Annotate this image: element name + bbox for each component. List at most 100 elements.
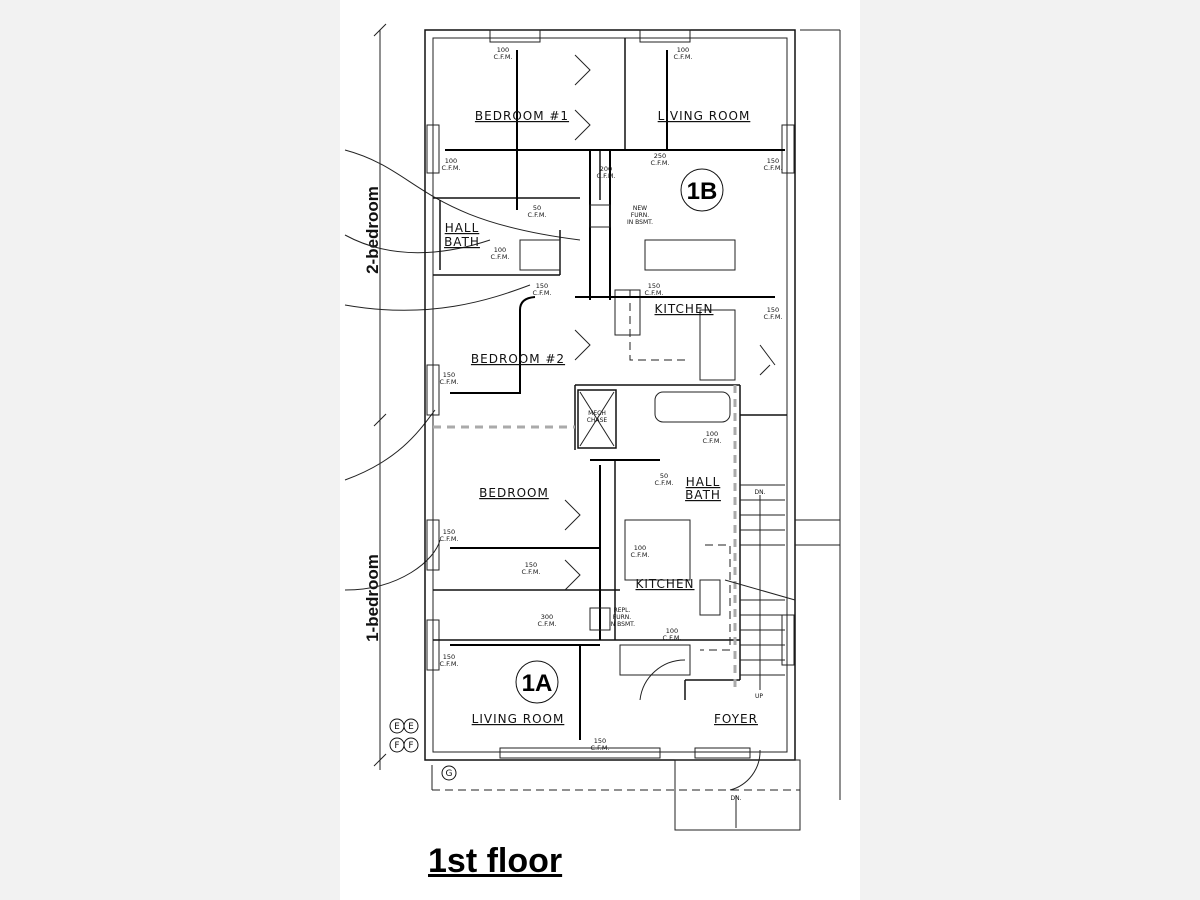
unit-marker-1b: 1B	[680, 168, 724, 212]
room-labels: BEDROOM #1 LIVING ROOM HALL BATH KITCHEN…	[444, 109, 758, 726]
grid-markers: E E F F G	[389, 718, 457, 781]
room-label-foyer: FOYER	[714, 712, 758, 726]
cfm-unit: C.F.M.	[532, 289, 551, 297]
cfm-value: 100	[706, 430, 718, 438]
dimension-ticks	[373, 23, 387, 767]
note-down-front: DN.	[730, 795, 741, 802]
cfm-label: 50C.F.M.	[654, 472, 673, 487]
grid-marker-f: F	[394, 741, 399, 751]
cfm-unit: C.F.M.	[763, 313, 782, 321]
cfm-unit: C.F.M.	[537, 620, 556, 628]
page-title: 1st floor	[428, 842, 563, 880]
cfm-unit: C.F.M.	[493, 53, 512, 61]
note-new-furnace: IN BSMT.	[627, 219, 653, 226]
room-label-hall-bath-1a: BATH	[685, 488, 721, 502]
cfm-unit: C.F.M.	[596, 172, 615, 180]
cfm-unit: C.F.M.	[654, 479, 673, 487]
cfm-value: 50	[660, 472, 668, 480]
note-replace-furnace: IN BSMT.	[609, 621, 635, 628]
leader-line	[344, 284, 531, 311]
cfm-value: 250	[654, 152, 666, 160]
cfm-unit: C.F.M.	[673, 53, 692, 61]
cfm-unit: C.F.M.	[763, 164, 782, 172]
grid-marker-e: E	[408, 722, 414, 732]
room-label-living-room-1b: LIVING ROOM	[658, 109, 751, 123]
room-label-bedroom-1: BEDROOM #1	[475, 109, 569, 123]
side-label-2-bedroom: 2-bedroom	[363, 186, 382, 274]
room-label-kitchen-1a: KITCHEN	[636, 577, 695, 591]
cfm-unit: C.F.M.	[490, 253, 509, 261]
note-mech-chase: MECH	[588, 410, 606, 417]
unit-marker-1a: 1A	[515, 660, 559, 704]
cfm-value: 150	[648, 282, 660, 290]
grid-marker-e: E	[394, 722, 400, 732]
grid-marker-g: G	[446, 769, 453, 779]
interior-walls	[433, 38, 840, 828]
cfm-value: 150	[767, 157, 779, 165]
cfm-unit: C.F.M.	[662, 634, 681, 642]
unit-label-1a: 1A	[522, 670, 553, 697]
room-label-kitchen-1b: KITCHEN	[655, 302, 714, 316]
cfm-unit: C.F.M.	[521, 568, 540, 576]
room-label-bedroom-2: BEDROOM #2	[471, 352, 565, 366]
cfm-value: 300	[541, 613, 553, 621]
exterior-walls	[424, 29, 841, 831]
room-label-hall-bath-1b: BATH	[444, 235, 480, 249]
cfm-unit: C.F.M.	[439, 660, 458, 668]
cfm-value: 150	[443, 371, 455, 379]
cfm-value: 100	[445, 157, 457, 165]
duct-runs	[445, 50, 785, 740]
leader-line	[344, 539, 441, 591]
note-up-stairs: UP	[755, 693, 763, 700]
note-replace-furnace: FURN.	[613, 614, 632, 621]
cfm-value: 100	[677, 46, 689, 54]
room-label-bedroom-1a: BEDROOM	[479, 486, 549, 500]
cfm-unit: C.F.M.	[527, 211, 546, 219]
cfm-value: 150	[767, 306, 779, 314]
cfm-unit: C.F.M.	[630, 551, 649, 559]
airflow-labels: 100C.F.M.100C.F.M.100C.F.M.250C.F.M.150C…	[439, 46, 782, 752]
cfm-unit: C.F.M.	[439, 378, 458, 386]
cfm-value: 150	[525, 561, 537, 569]
room-label-hall-bath-1a: HALL	[686, 475, 721, 489]
note-new-furnace: NEW	[633, 205, 647, 212]
cfm-unit: C.F.M.	[441, 164, 460, 172]
cfm-value: 100	[497, 46, 509, 54]
cfm-value: 100	[666, 627, 678, 635]
note-mech-chase: CHASE	[587, 417, 608, 424]
leader-line	[344, 409, 436, 481]
note-new-furnace: FURN.	[631, 212, 650, 219]
notes: NEW FURN. IN BSMT. REPL. FURN. IN BSMT. …	[587, 205, 766, 802]
cfm-value: 150	[443, 653, 455, 661]
cfm-unit: C.F.M.	[439, 535, 458, 543]
cfm-value: 150	[443, 528, 455, 536]
cfm-unit: C.F.M.	[644, 289, 663, 297]
cfm-unit: C.F.M.	[590, 744, 609, 752]
side-label-1-bedroom: 1-bedroom	[363, 554, 382, 642]
leader-line	[344, 149, 581, 241]
cfm-value: 50	[533, 204, 541, 212]
cfm-value: 150	[594, 737, 606, 745]
room-label-living-room-1a: LIVING ROOM	[472, 712, 565, 726]
leader-line	[344, 234, 491, 254]
cfm-label: 50C.F.M.	[527, 204, 546, 219]
